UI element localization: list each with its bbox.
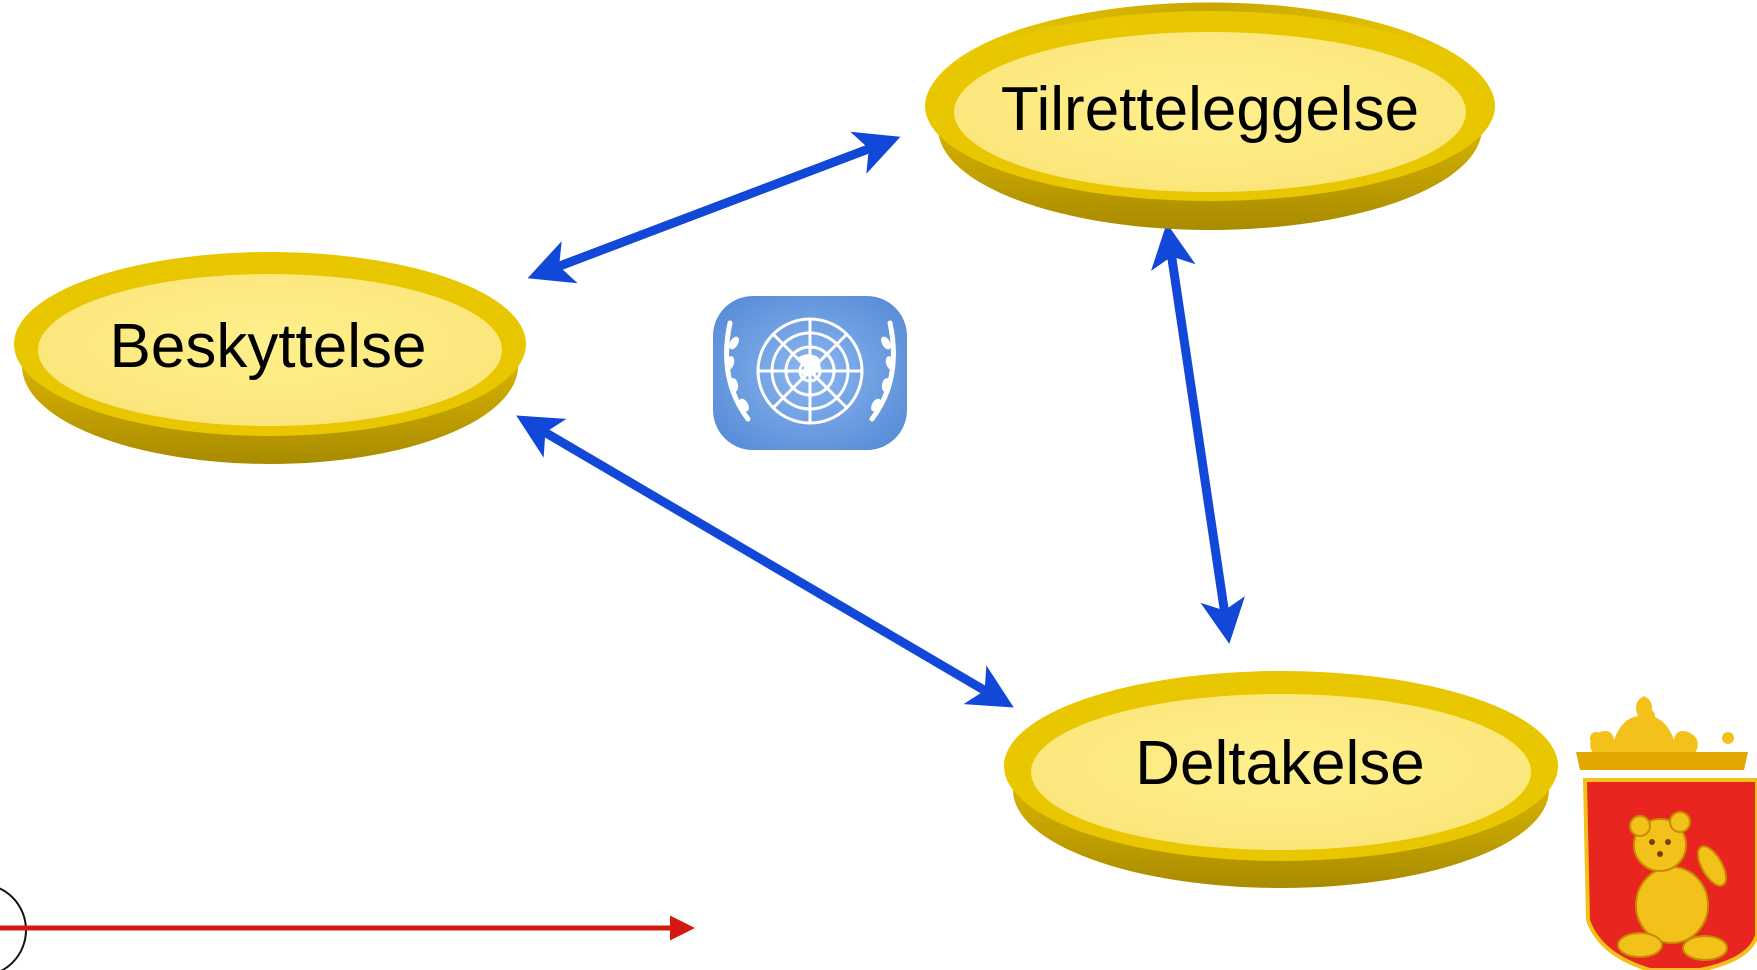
crown-icon: [1576, 696, 1748, 770]
node-deltakelse: Deltakelse: [1004, 671, 1558, 888]
connector-beskyttelse-deltakelse: [516, 415, 1014, 708]
disc-face: [954, 32, 1466, 192]
disc-face: [1031, 694, 1531, 850]
node-label: Beskyttelse: [109, 312, 426, 381]
connectors: [516, 131, 1245, 708]
node-label: Deltakelse: [1135, 729, 1424, 798]
node-label: Tilretteleggelse: [1001, 75, 1419, 144]
timeline-arrow: [0, 887, 695, 970]
teddy-bear-coat-of-arms-icon: [1576, 696, 1757, 970]
node-tilretteleggelse: Tilretteleggelse: [925, 2, 1495, 230]
disc-face: [38, 274, 502, 426]
teddy-bear-icon: [1617, 811, 1728, 961]
node-beskyttelse: Beskyttelse: [14, 252, 526, 464]
connector-tilretteleggelse-deltakelse: [1151, 223, 1245, 644]
un-emblem-icon: [713, 296, 907, 450]
connector-beskyttelse-tilretteleggelse: [527, 131, 901, 284]
